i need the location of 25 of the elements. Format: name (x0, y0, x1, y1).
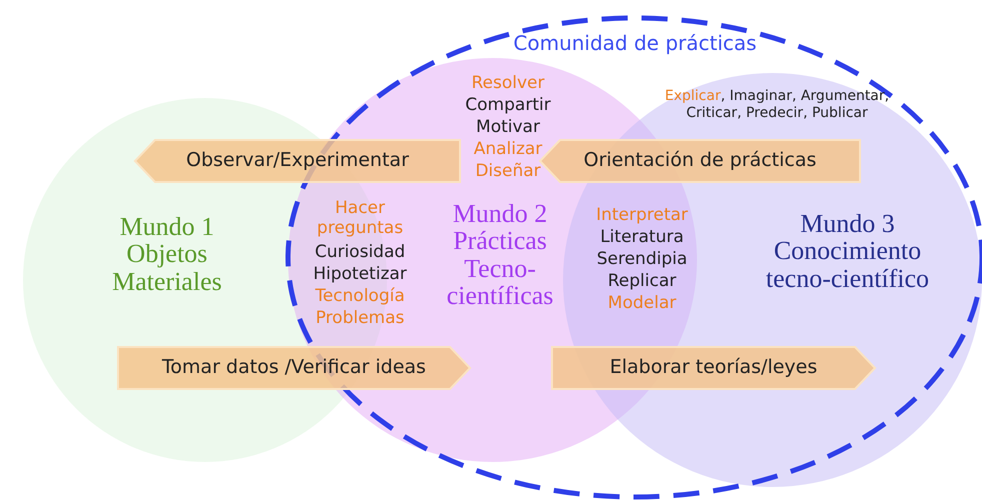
circle-title: Mundo 1 Objetos Materiales (111, 213, 223, 295)
chevron-arrow (135, 140, 460, 182)
practice-term: Analizar (474, 139, 542, 160)
practice-term: Explicar, Imaginar, Argumentar, Criticar, Predecir, Publicar (664, 88, 890, 122)
practice-term: Interpretar (596, 205, 688, 226)
practice-term: Problemas (316, 308, 404, 328)
group-heading: Comunidad de prácticas (512, 33, 758, 54)
practice-term: Hacer preguntas (316, 198, 404, 239)
arrow-label: Elaborar teorías/leyes (610, 358, 818, 378)
practice-term: Modelar (608, 293, 676, 314)
practice-term: Compartir (465, 95, 551, 116)
arrow-label: Orientación de prácticas (584, 151, 816, 171)
practice-term: Hipotetizar (313, 264, 407, 284)
circle-title: Mundo 2 Prácticas Tecno-científicas (446, 200, 554, 310)
practice-term: Literatura (600, 227, 684, 248)
practice-term: Motivar (476, 117, 540, 138)
arrow-label: Observar/Experimentar (186, 151, 409, 171)
practice-term: Serendipia (596, 249, 688, 270)
practice-term: Diseñar (475, 161, 541, 182)
arrow-label: Tomar datos /Verificar ideas (162, 358, 426, 378)
practice-term: Curiosidad (314, 242, 406, 262)
practice-term: Tecnología (315, 286, 405, 306)
practice-term: Replicar (608, 271, 676, 292)
circle-title: Mundo 3 Conocimiento tecno-científico (764, 210, 930, 292)
practice-term: Resolver (472, 73, 544, 94)
